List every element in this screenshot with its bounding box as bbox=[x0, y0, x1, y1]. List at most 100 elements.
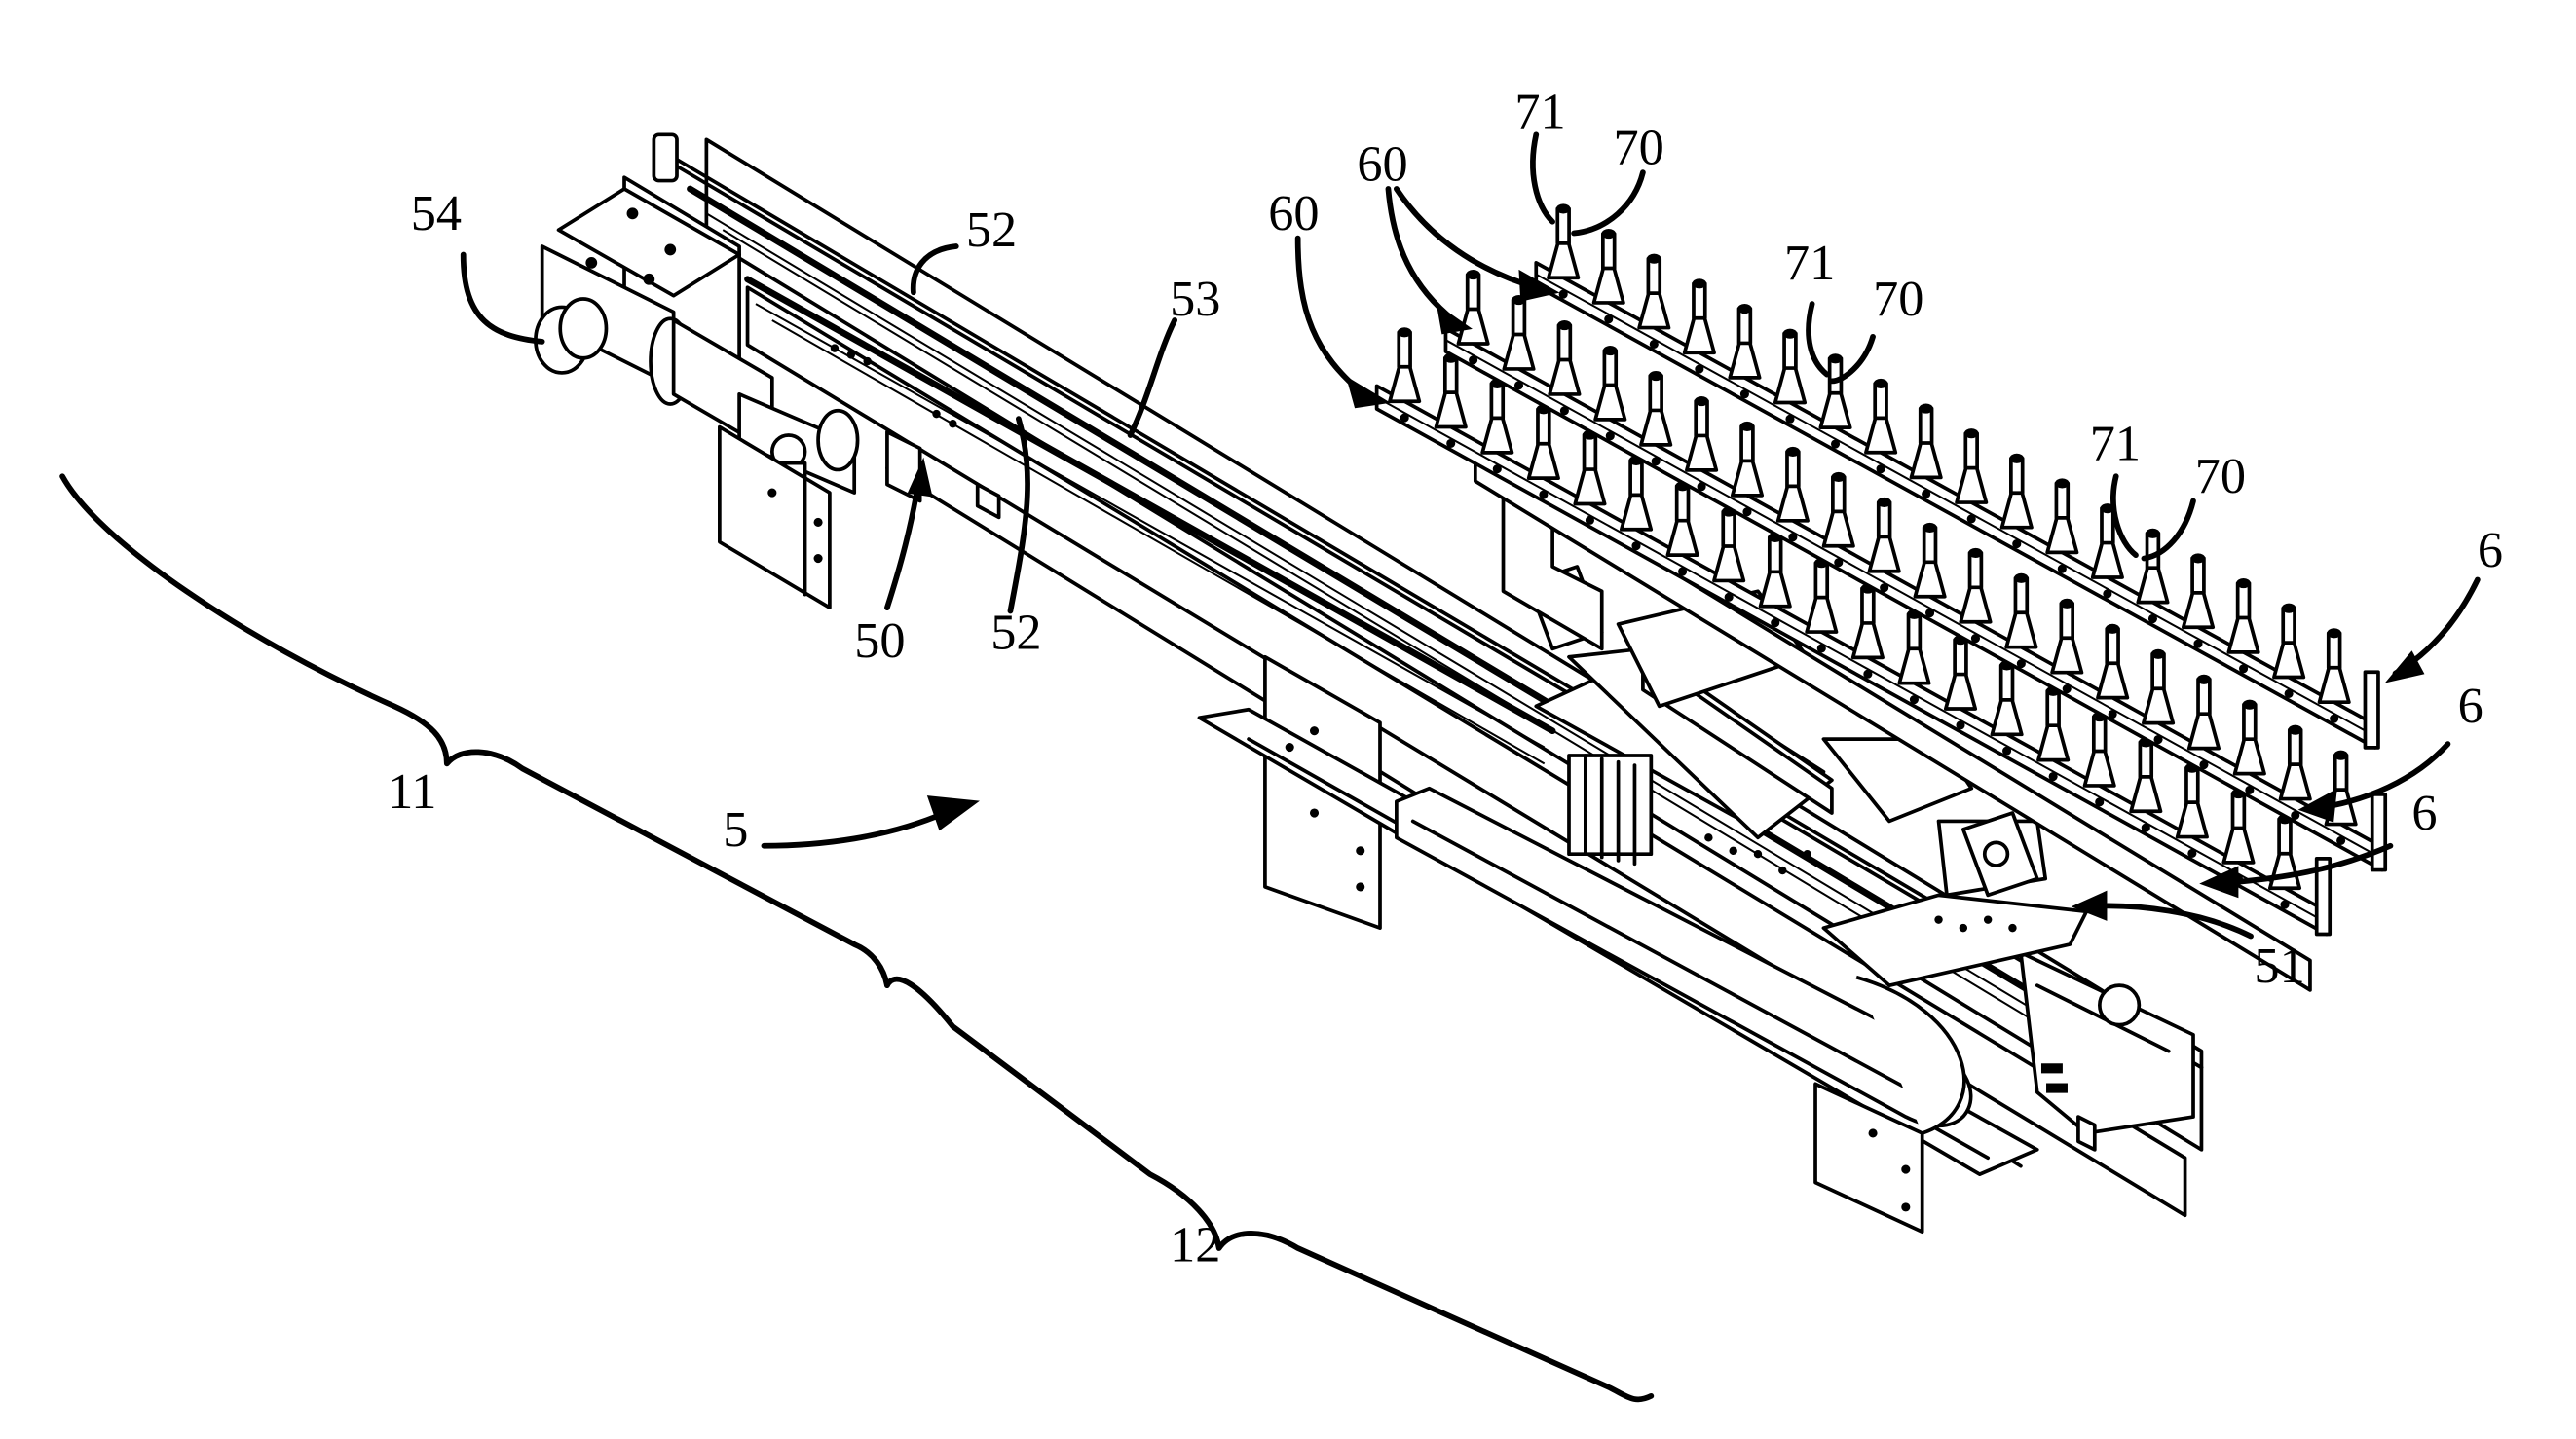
pin-base bbox=[2186, 710, 2221, 751]
leader-52-lower bbox=[1007, 416, 1030, 614]
pin-base bbox=[1990, 696, 2024, 737]
pin-base bbox=[2142, 684, 2176, 725]
pin-base bbox=[2232, 735, 2266, 776]
label-12: 12 bbox=[1170, 1217, 1220, 1273]
pin bbox=[1591, 229, 1625, 324]
main-beam bbox=[654, 137, 2204, 1218]
pin-base bbox=[1665, 517, 1699, 557]
pin-tip bbox=[2230, 792, 2247, 830]
pin-tip bbox=[1674, 484, 1691, 523]
label-60-a: 60 bbox=[1268, 185, 1319, 241]
pin-tip bbox=[2277, 817, 2293, 856]
pin bbox=[1955, 428, 1989, 524]
pin bbox=[1712, 506, 1746, 602]
pin-tip bbox=[1785, 450, 1801, 489]
pin-tip bbox=[1827, 356, 1844, 395]
pin-tip bbox=[1953, 638, 1968, 677]
pin-base bbox=[1913, 558, 1947, 599]
pin bbox=[2082, 712, 2116, 807]
pin bbox=[2186, 674, 2221, 770]
pin bbox=[1637, 253, 1671, 349]
pin-base bbox=[2045, 514, 2079, 555]
pin-tip bbox=[1998, 663, 2015, 702]
pin-tip bbox=[2009, 456, 2025, 496]
carriage-holes bbox=[1704, 833, 2017, 933]
pin-tip bbox=[1582, 432, 1598, 471]
pin-tip bbox=[1922, 526, 1938, 565]
fixture-assembly bbox=[1374, 203, 2388, 992]
pin-tip bbox=[1873, 382, 1888, 421]
pin bbox=[1548, 320, 1582, 416]
leader-6-c bbox=[2215, 842, 2394, 887]
pin-tip bbox=[2235, 581, 2252, 620]
pin-tip bbox=[2287, 727, 2303, 767]
pin-base bbox=[1619, 491, 1654, 532]
arrowhead-60-b1 bbox=[1436, 303, 1473, 335]
pin-tip bbox=[1721, 509, 1736, 548]
pin-base bbox=[1593, 381, 1627, 422]
label-54: 54 bbox=[411, 185, 462, 241]
pin bbox=[1867, 497, 1901, 593]
pin-tip bbox=[2242, 702, 2258, 742]
pin-base bbox=[1480, 414, 1514, 455]
pin-tip bbox=[2190, 556, 2206, 595]
pin-base bbox=[1685, 431, 1719, 472]
pin bbox=[1434, 352, 1468, 448]
pin-tip bbox=[2333, 753, 2349, 792]
pin-base bbox=[1547, 240, 1581, 280]
pin-base bbox=[1526, 440, 1560, 481]
pin bbox=[2175, 762, 2209, 859]
pin-tip bbox=[2138, 740, 2154, 779]
label-71-a: 71 bbox=[1514, 84, 1565, 140]
pin-base bbox=[2090, 539, 2124, 579]
leader-60-b1 bbox=[1385, 186, 1457, 323]
leader-5 bbox=[761, 810, 948, 849]
pin-base bbox=[2096, 659, 2130, 700]
drawing: 54 52 53 50 52 11 5 12 60 60 71 70 71 70… bbox=[59, 84, 2503, 1403]
pin bbox=[1943, 635, 1978, 730]
pin-base bbox=[1897, 645, 1931, 685]
pin bbox=[2317, 628, 2351, 723]
pin bbox=[1728, 303, 1762, 399]
label-71-b: 71 bbox=[1784, 235, 1835, 291]
reference-numerals: 54 52 53 50 52 11 5 12 60 60 71 70 71 70… bbox=[388, 84, 2503, 1273]
pin-base bbox=[2317, 664, 2351, 705]
pin-tip bbox=[2059, 601, 2075, 641]
pin bbox=[1850, 583, 1885, 679]
right-leg bbox=[1813, 1082, 1924, 1235]
pin-tip bbox=[1767, 535, 1783, 574]
pin-tip bbox=[1555, 206, 1571, 245]
pin bbox=[1758, 532, 1792, 628]
pin-tip bbox=[1831, 475, 1847, 514]
pin-base bbox=[1712, 542, 1746, 583]
arrowhead-60-a bbox=[1345, 376, 1391, 409]
pin bbox=[1897, 609, 1931, 705]
pin-base bbox=[1867, 533, 1901, 573]
pin-base bbox=[1775, 482, 1810, 523]
pin-base bbox=[2129, 773, 2163, 814]
pin-base bbox=[1637, 289, 1671, 330]
pin-base bbox=[1502, 330, 1536, 371]
pin-base bbox=[2036, 721, 2071, 762]
pin bbox=[2045, 478, 2079, 573]
leader-70-b bbox=[1829, 333, 1876, 385]
label-53: 53 bbox=[1170, 271, 1220, 327]
arrowhead-5 bbox=[926, 795, 980, 831]
end-post bbox=[2370, 793, 2388, 872]
section-brace-11 bbox=[59, 473, 890, 989]
pin-tip bbox=[1511, 298, 1527, 337]
pin-tip bbox=[2045, 688, 2061, 728]
pin-tip bbox=[2145, 531, 2161, 571]
pin-tip bbox=[2184, 765, 2200, 805]
pin bbox=[2221, 788, 2256, 884]
pin bbox=[2096, 623, 2130, 720]
pin-tip bbox=[1397, 330, 1412, 369]
pin-tip bbox=[1736, 307, 1753, 346]
pin-base bbox=[1999, 489, 2034, 530]
pin-base bbox=[2278, 760, 2312, 801]
pin-base bbox=[1805, 594, 1839, 634]
pin-tip bbox=[1906, 611, 1923, 651]
beam-holes bbox=[830, 344, 957, 428]
pin bbox=[1730, 421, 1765, 517]
pin-base bbox=[1955, 464, 1989, 504]
